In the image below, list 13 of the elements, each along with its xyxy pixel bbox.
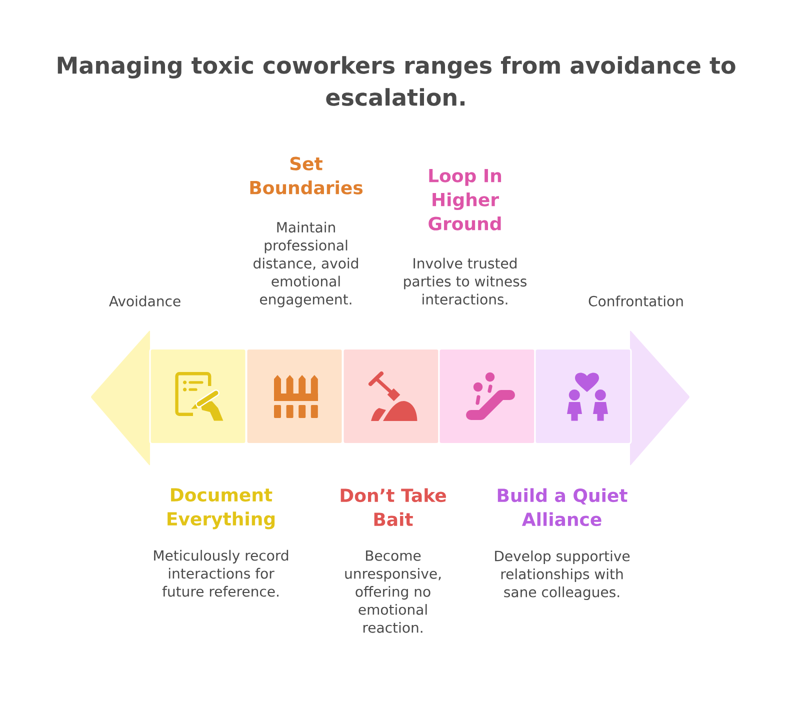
step-heading: Document Everything	[168, 488, 275, 530]
step-heading: Build a Quiet Alliance	[498, 488, 628, 526]
step-description: Meticulously record interactions for future reference.	[154, 550, 288, 597]
step-description: Involve trusted parties to witness interactions.	[404, 258, 526, 305]
step-description: Develop supportive relationships with sane colleagues.	[495, 550, 630, 600]
step-description: Become unresponsive, offering no emotional reaction.	[345, 550, 441, 633]
scale-label: Confrontation	[588, 296, 683, 306]
step-heading: Don’t Take Bait	[340, 488, 446, 526]
title: Managing toxic coworkers ranges from avoidance to escalation.	[58, 56, 736, 106]
step-description: Maintain professional distance, avoid emotional engagement.	[254, 222, 358, 308]
step-heading: Loop In Higher Ground	[428, 169, 502, 230]
scale-label: Avoidance	[109, 296, 180, 306]
step-heading: Set Boundaries	[250, 156, 363, 194]
